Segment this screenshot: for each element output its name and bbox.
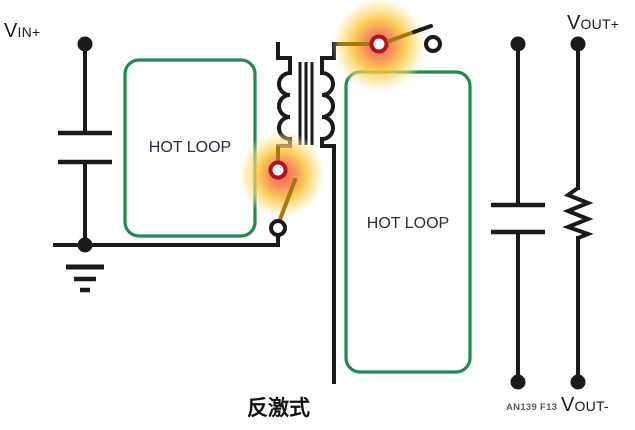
junction-voutminus-cap <box>510 374 526 390</box>
hot-loop-secondary-label: HOT LOOP <box>367 215 449 232</box>
junction-voutminus-res <box>570 374 586 390</box>
power-rails <box>48 40 590 386</box>
junction-gnd-node <box>77 237 93 253</box>
secondary-switch[interactable] <box>338 24 442 54</box>
transformer <box>277 58 335 146</box>
junction-vin-node <box>77 36 93 52</box>
primary-switch[interactable] <box>268 146 297 237</box>
secondary-switch-blade-tip <box>412 24 433 34</box>
vin-plus-sub: IN+ <box>17 24 41 40</box>
input-capacitor <box>58 130 112 165</box>
vout-minus-label: VOUT- <box>561 394 609 417</box>
load-resistor <box>562 186 594 240</box>
output-capacitor <box>491 202 545 235</box>
primary-switch-node-bottom <box>269 219 287 237</box>
junction-voutplus-res <box>570 36 586 52</box>
junction-dots <box>77 36 586 390</box>
vin-plus-v: V <box>4 20 18 42</box>
vout-minus-v: V <box>561 394 575 416</box>
transformer-secondary-winding <box>320 58 335 146</box>
vout-plus-v: V <box>567 12 581 34</box>
ground-symbol <box>66 264 104 293</box>
figure-code-label: AN139 F13 <box>506 402 558 413</box>
vout-minus-sub: OUT- <box>574 398 609 414</box>
hot-loop-primary-label: HOT LOOP <box>149 139 231 156</box>
secondary-switch-node-right <box>424 35 442 53</box>
vin-plus-label: VIN+ <box>4 20 40 43</box>
wire-network-black <box>53 42 580 384</box>
secondary-switch-node-left <box>369 34 389 54</box>
primary-switch-blade <box>277 178 297 224</box>
topology-title: 反激式 <box>247 397 310 420</box>
vout-plus-label: VOUT+ <box>567 12 619 35</box>
transformer-primary-winding <box>277 58 292 146</box>
junction-voutplus-cap <box>510 36 526 52</box>
primary-switch-node-top <box>268 160 288 180</box>
vout-plus-sub: OUT+ <box>580 16 620 32</box>
